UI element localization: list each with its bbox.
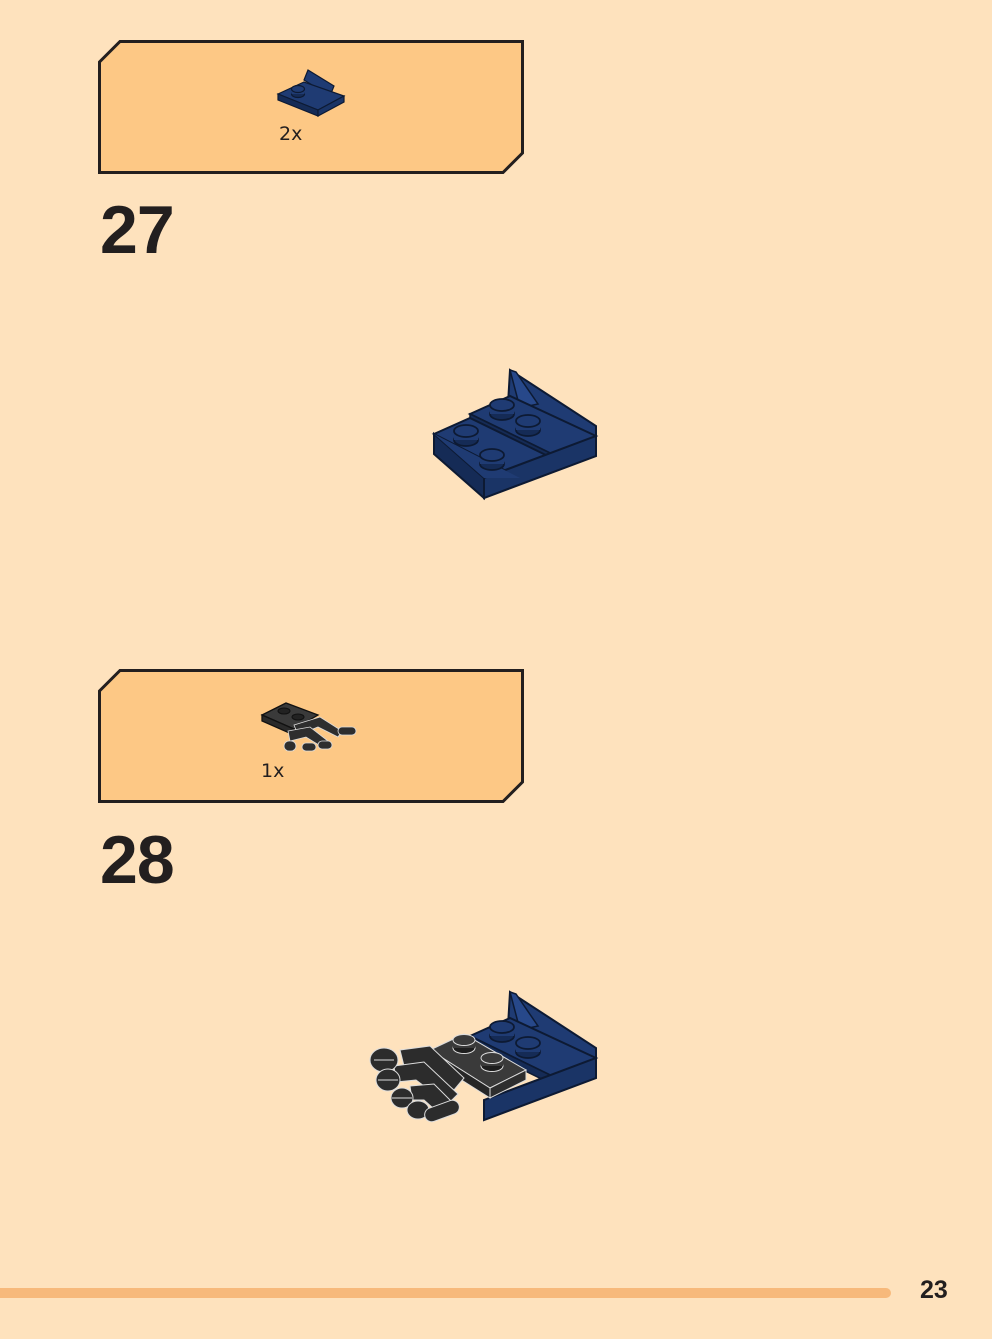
step-number: 27 xyxy=(100,192,175,268)
step-28-assembly-illustration xyxy=(369,990,599,1123)
parts-callout-step-28: 1x xyxy=(98,669,524,803)
page-number: 23 xyxy=(920,1276,948,1304)
parts-callout-step-27: 2x xyxy=(98,40,524,174)
progress-bar xyxy=(0,1288,891,1298)
black-claw-plate-icon xyxy=(260,702,357,752)
dark-blue-bracket-plate-icon xyxy=(276,69,346,118)
step-27-assembly-illustration xyxy=(431,368,599,501)
part-quantity: 1x xyxy=(261,760,285,782)
part-quantity: 2x xyxy=(279,123,303,145)
step-number: 28 xyxy=(100,822,175,898)
